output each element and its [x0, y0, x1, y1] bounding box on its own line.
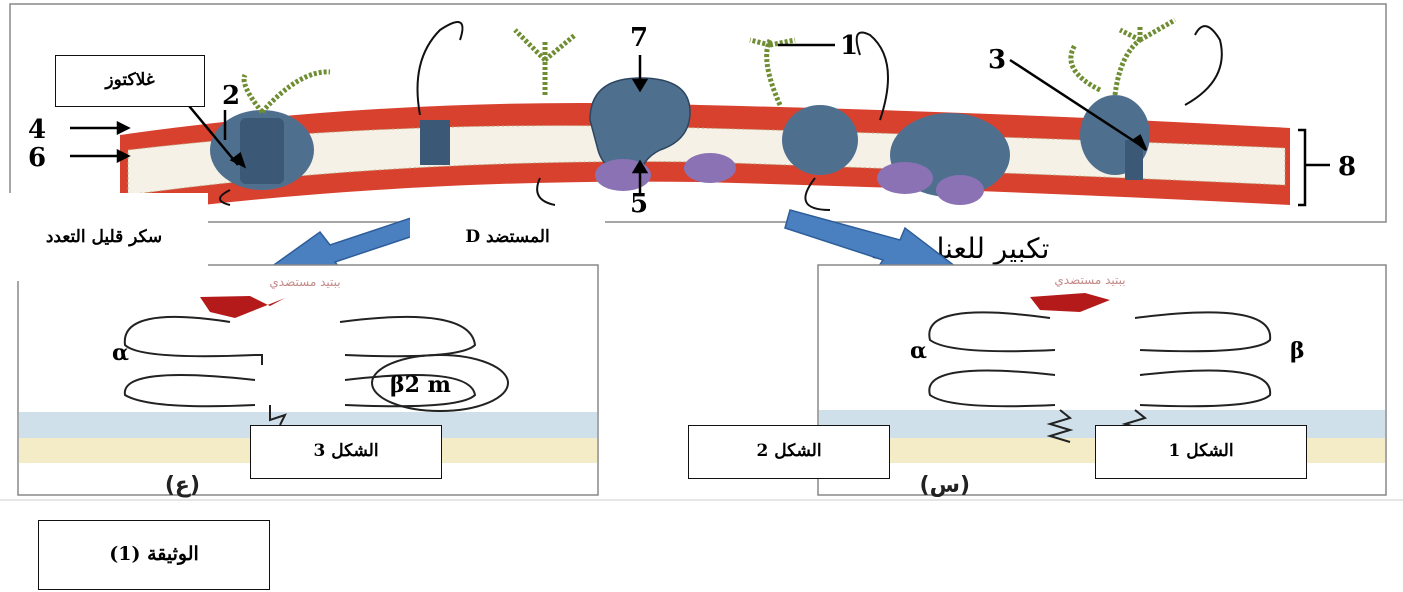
- panel-left-header: ببتيد مستضدي: [269, 275, 340, 289]
- panel-left-letter: (ع): [165, 473, 200, 498]
- panel-left-beta2m: β2 m: [390, 372, 451, 398]
- number-2: 2: [222, 81, 240, 111]
- antigen-d-label: المستضد D: [410, 212, 605, 262]
- number-4: 4: [28, 115, 46, 145]
- panel-right-alpha: α: [910, 338, 927, 364]
- number-7: 7: [630, 23, 648, 53]
- number-6: 6: [28, 143, 46, 173]
- panel-left-alpha: α: [112, 340, 129, 366]
- number-5: 5: [630, 189, 648, 219]
- figure-3-label: الشكل 3: [250, 425, 442, 479]
- number-8: 8: [1338, 152, 1356, 182]
- panel-right-header: ببتيد مستضدي: [1054, 273, 1125, 287]
- figure-2-label: الشكل 2: [688, 425, 890, 479]
- document-label: الوثيقة (1): [38, 520, 270, 590]
- number-3: 3: [988, 45, 1006, 75]
- figure-1-label: الشكل 1: [1095, 425, 1307, 479]
- oligosaccharide-label: سكر قليل التعدد: [0, 193, 208, 281]
- panel-right-beta: β: [1290, 338, 1305, 364]
- panel-right-letter: (س): [920, 473, 970, 498]
- galactose-label: غلاكتوز: [55, 55, 205, 107]
- number-1: 1: [840, 31, 858, 61]
